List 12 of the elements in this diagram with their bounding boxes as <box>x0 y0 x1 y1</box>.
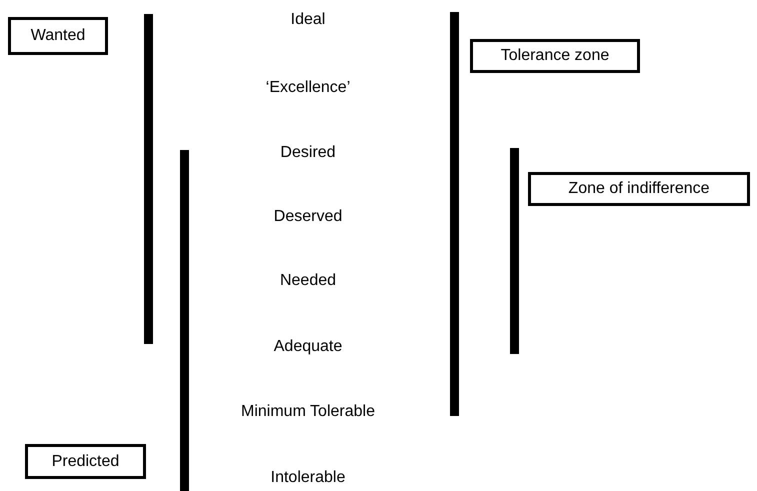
level-label: Adequate <box>274 338 342 356</box>
level-label: ‘Excellence’ <box>266 79 350 97</box>
label-box: Wanted <box>8 17 108 55</box>
level-label: Minimum Tolerable <box>241 403 375 421</box>
label-box: Predicted <box>25 444 146 479</box>
level-label: Deserved <box>274 208 342 226</box>
label-box: Zone of indifference <box>528 172 750 206</box>
level-label: Intolerable <box>270 469 346 487</box>
level-label: Desired <box>280 144 336 162</box>
level-label: Needed <box>280 272 336 290</box>
label-box: Tolerance zone <box>470 39 640 73</box>
level-label: Ideal <box>290 11 326 29</box>
